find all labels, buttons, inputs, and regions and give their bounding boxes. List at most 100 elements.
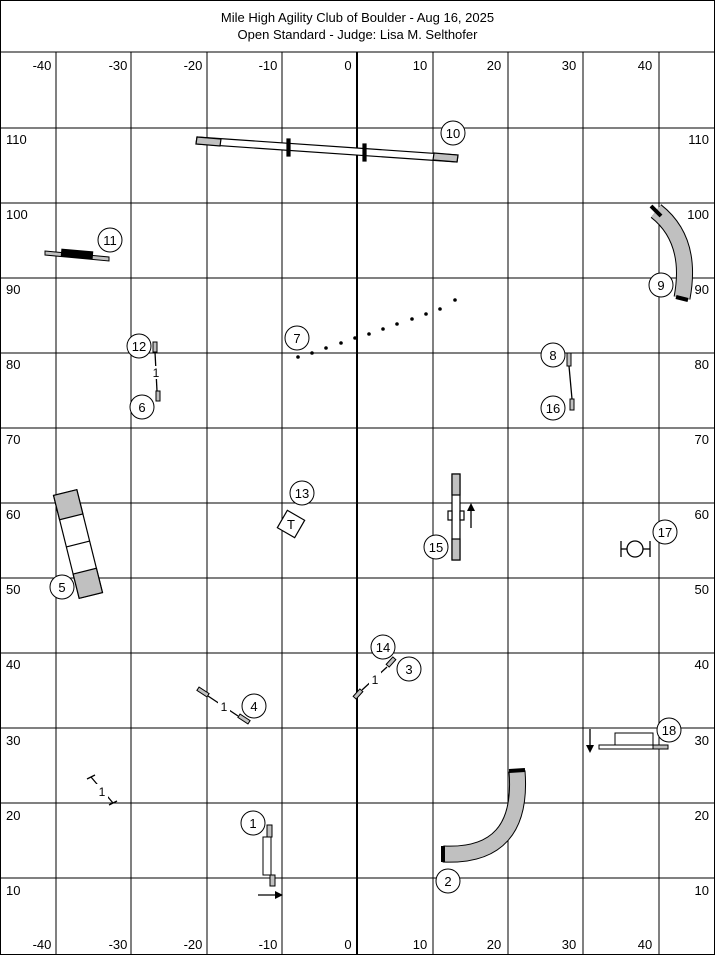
- y-tick-label: 10: [6, 883, 20, 898]
- svg-text:16: 16: [546, 401, 560, 416]
- y-axis-left: 110 100 90 80 70 60 50 40 30 20 10: [6, 132, 28, 898]
- dog-walk-plank: [195, 136, 459, 163]
- dog-walk: [195, 136, 459, 163]
- jump-bar-count: 1: [372, 673, 379, 687]
- jump-label-bg: [96, 784, 108, 798]
- y-tick-label: 50: [695, 582, 709, 597]
- svg-text:2: 2: [444, 874, 451, 889]
- seesaw: [447, 473, 465, 561]
- y-tick-label: 80: [6, 357, 20, 372]
- dog-walk-contact: [195, 136, 222, 147]
- number-15: 15: [423, 534, 449, 560]
- y-tick-label: 100: [6, 207, 28, 222]
- arrow-up-icon: [467, 503, 475, 528]
- svg-text:18: 18: [662, 723, 676, 738]
- seesaw-fulcrum: [447, 510, 453, 521]
- number-5: 5: [49, 574, 75, 600]
- a-frame: [52, 488, 104, 600]
- seesaw-contact: [451, 473, 461, 496]
- number-9: 9: [648, 272, 674, 298]
- x-tick-label: 40: [638, 58, 652, 73]
- x-tick-label: -40: [33, 937, 52, 952]
- number-6: 6: [129, 394, 155, 420]
- number-13: 13: [289, 480, 315, 506]
- number-3: 3: [396, 656, 422, 682]
- jump-wing: [569, 398, 575, 411]
- x-tick-label: 0: [344, 58, 351, 73]
- svg-text:8: 8: [549, 348, 556, 363]
- weave-pole: [410, 317, 414, 321]
- jump-bar-count: 1: [99, 785, 106, 799]
- jump-wing: [566, 352, 572, 367]
- tunnel-opening: [508, 768, 526, 773]
- grid: [0, 52, 715, 955]
- svg-text:5: 5: [58, 580, 65, 595]
- y-axis-right: 110 100 90 80 70 60 50 40 30 20 10: [687, 132, 709, 898]
- svg-text:13: 13: [295, 486, 309, 501]
- arrow-down-icon: [586, 729, 594, 753]
- jump-8-16: [566, 352, 575, 411]
- jump-wing: [266, 824, 273, 838]
- jump-wing: [385, 656, 397, 668]
- jump-wing: [152, 341, 158, 353]
- seesaw-contact: [451, 538, 461, 561]
- svg-text:7: 7: [293, 331, 300, 346]
- tunnel-opening: [649, 204, 663, 218]
- svg-text:9: 9: [657, 278, 664, 293]
- jump-label-bg: [150, 366, 162, 379]
- x-tick-label: 30: [562, 58, 576, 73]
- marker-end: [86, 774, 96, 780]
- y-tick-label: 80: [695, 357, 709, 372]
- x-tick-label: 0: [344, 937, 351, 952]
- y-tick-label: 20: [6, 808, 20, 823]
- marker-end: [108, 800, 118, 806]
- weave-pole: [339, 341, 343, 345]
- course-subtitle: Open Standard - Judge: Lisa M. Selthofer: [237, 27, 478, 42]
- number-4: 4: [241, 693, 267, 719]
- number-11: 11: [97, 227, 123, 253]
- x-tick-label: -40: [33, 58, 52, 73]
- table-label: T: [287, 517, 295, 532]
- tire-obstacle: [620, 540, 651, 558]
- pause-table: T: [276, 509, 306, 539]
- jump-wing: [155, 390, 161, 402]
- number-10: 10: [440, 120, 466, 146]
- x-tick-label: -20: [184, 58, 203, 73]
- number-1: 1: [240, 810, 266, 836]
- jump-label-bg: [218, 699, 230, 713]
- jump-12-6: 1: [150, 341, 162, 402]
- course-numbers: 1 2 3 4 5 6 7 8 9 10 11 12 13 14 15 16 1…: [49, 120, 682, 894]
- a-frame-contact: [72, 567, 104, 600]
- a-frame-apex: [66, 540, 90, 548]
- spread-wing: [652, 744, 669, 750]
- tire-jump-tire: [60, 248, 94, 260]
- dog-walk-support: [362, 143, 367, 162]
- arrow-right-icon: [258, 891, 283, 899]
- y-tick-label: 40: [6, 657, 20, 672]
- svg-text:17: 17: [658, 525, 672, 540]
- x-tick-label: 40: [638, 937, 652, 952]
- weave-pole: [310, 351, 314, 355]
- number-17: 17: [652, 519, 678, 545]
- jump-wing: [196, 686, 210, 698]
- seesaw-fulcrum: [459, 510, 465, 521]
- tunnel-opening: [675, 295, 689, 302]
- x-tick-label: 20: [487, 58, 501, 73]
- svg-text:14: 14: [376, 640, 390, 655]
- weave-pole: [438, 307, 442, 311]
- y-tick-label: 10: [695, 883, 709, 898]
- y-tick-label: 70: [6, 432, 20, 447]
- y-tick-label: 60: [695, 507, 709, 522]
- a-frame-contact: [52, 488, 84, 521]
- x-tick-label: 10: [413, 937, 427, 952]
- number-16: 16: [540, 395, 566, 421]
- weave-pole: [353, 336, 357, 340]
- x-tick-label: 10: [413, 58, 427, 73]
- tire-jump: [44, 248, 110, 262]
- y-tick-label: 60: [6, 507, 20, 522]
- jump-wing: [237, 713, 251, 725]
- y-tick-label: 30: [695, 733, 709, 748]
- jump-bar-count: 1: [153, 366, 160, 380]
- tunnel-body: [442, 770, 526, 862]
